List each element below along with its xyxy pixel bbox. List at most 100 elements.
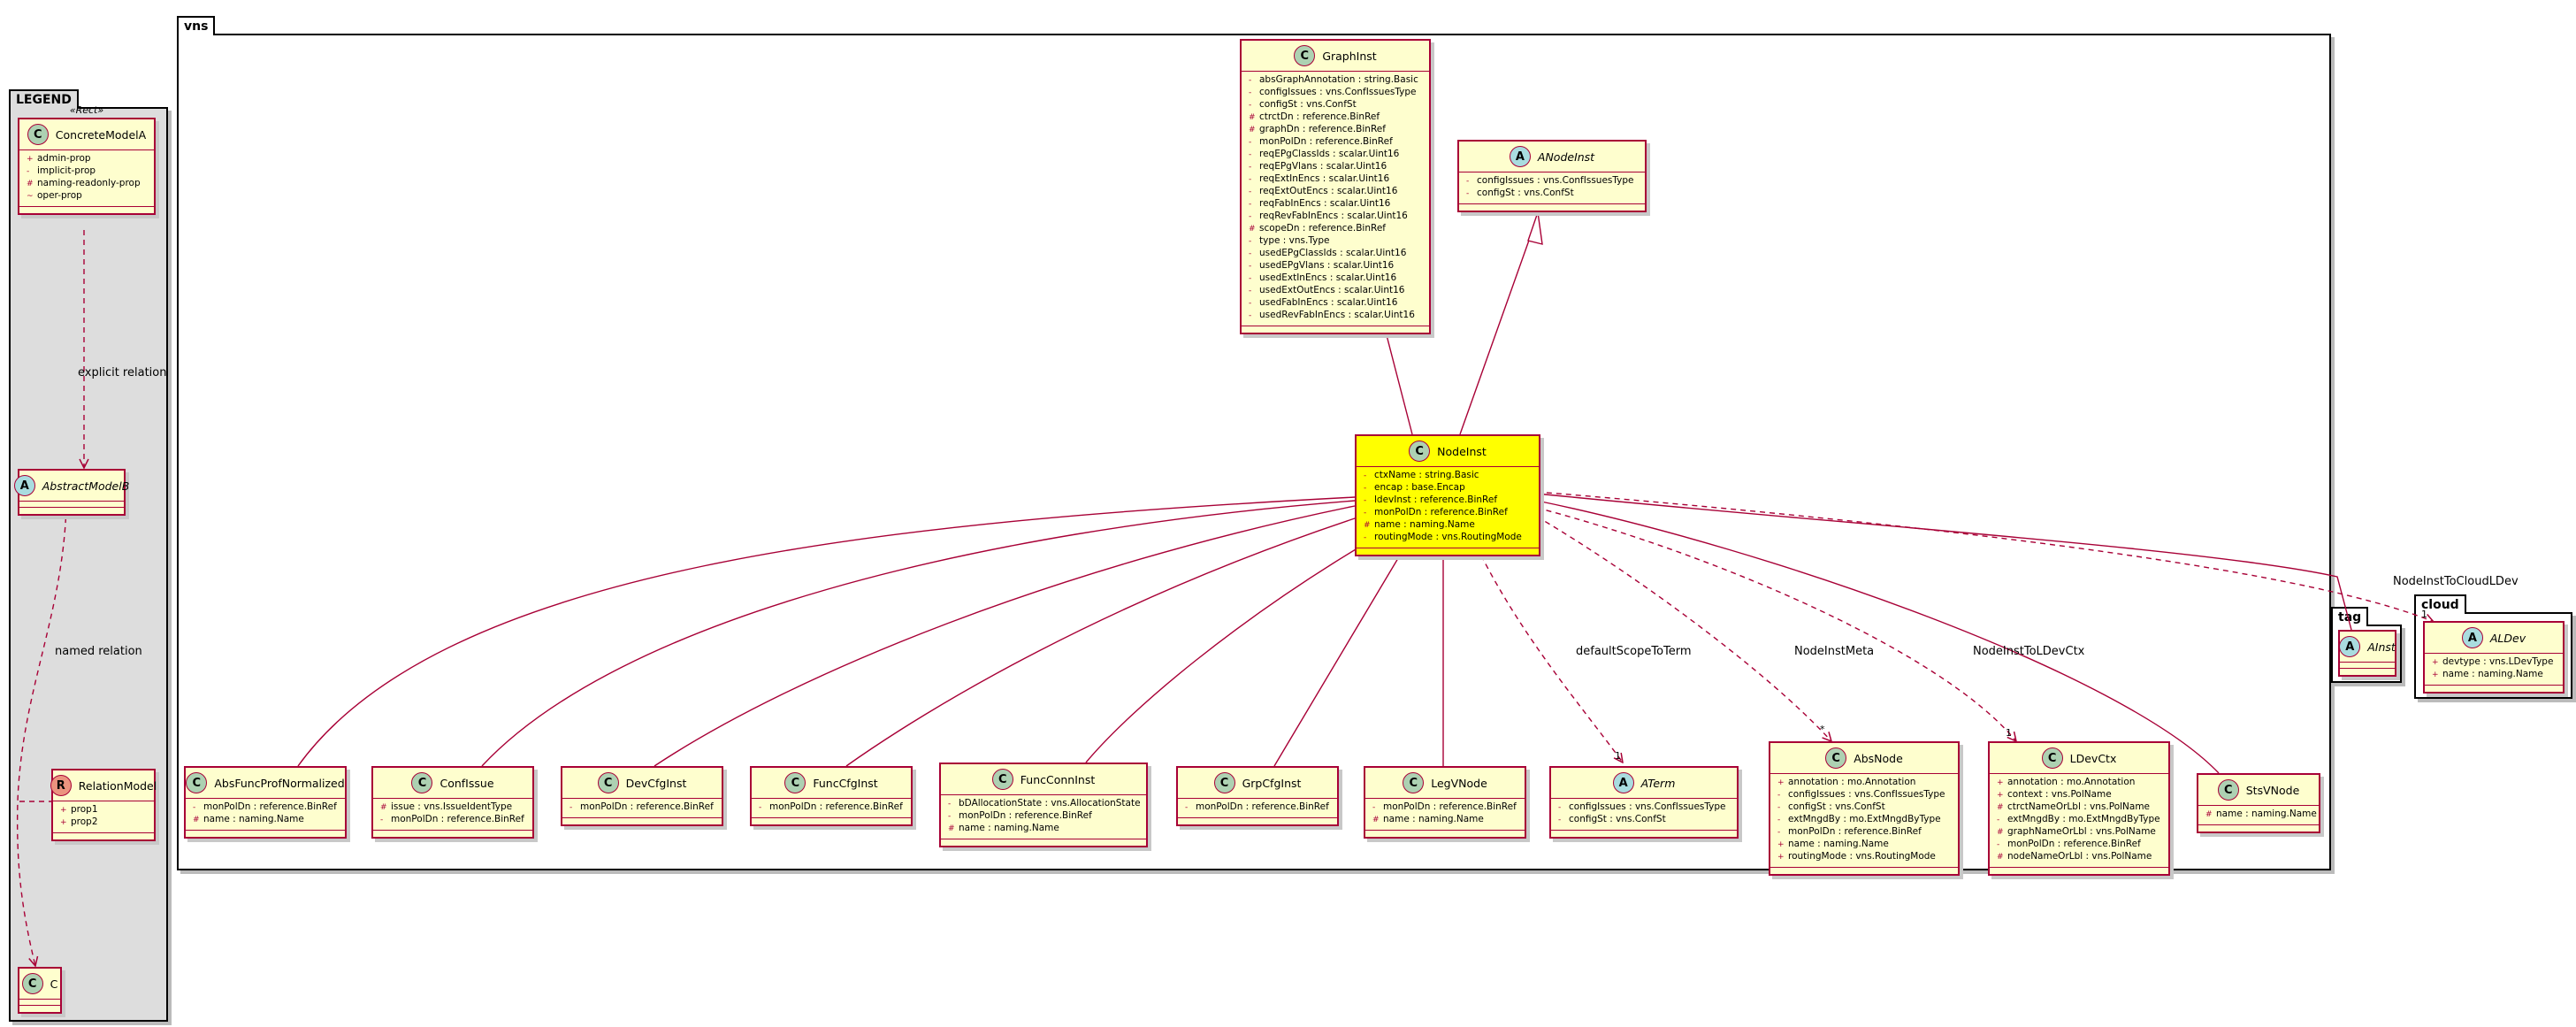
concrete-class-icon: C [1409, 441, 1431, 462]
visibility-marker: + [1777, 840, 1785, 849]
concrete-class-icon: C [21, 973, 43, 994]
visibility-marker: + [60, 818, 67, 827]
confissue-composition [481, 495, 1368, 767]
class-attribute: -reqEPgClassIds : scalar.Uint16 [1249, 149, 1424, 161]
visibility-marker: # [1372, 816, 1380, 824]
class-stereotype: «Rect» [69, 104, 104, 116]
class-attribute: #issue : vns.IssueIdentType [380, 801, 527, 814]
class-name: RelationModel [78, 778, 157, 793]
class-attributes: -monPolDn : reference.BinRef #name : nam… [1365, 799, 1525, 831]
class-attribute: -monPolDn : reference.BinRef [759, 801, 906, 814]
attribute-text: annotation : mo.Annotation [1788, 777, 1916, 787]
visibility-marker: + [2432, 671, 2439, 679]
class-attributes: -absGraphAnnotation : string.Basic -conf… [1242, 72, 1429, 326]
visibility-marker: # [948, 824, 955, 833]
class-methods [1770, 868, 1958, 874]
visibility-marker: # [1249, 126, 1256, 134]
class-attribute: -ldevInst : reference.BinRef [1364, 494, 1533, 507]
visibility-marker: # [1997, 828, 2004, 837]
named-relation-label: named relation [55, 645, 142, 658]
abstract-class-icon: A [13, 475, 35, 496]
class-attribute: -reqRevFabInEncs : scalar.Uint16 [1249, 211, 1424, 223]
attribute-text: type : vns.Type [1259, 235, 1330, 246]
class-name: AbsNode [1854, 751, 1903, 765]
devcfg-composition [654, 501, 1368, 767]
visibility-marker: - [1372, 803, 1376, 812]
attribute-text: monPolDn : reference.BinRef [769, 801, 903, 812]
class-attribute: +name : naming.Name [2432, 669, 2557, 681]
class-methods [2425, 686, 2563, 692]
attribute-text: name : naming.Name [1374, 519, 1475, 530]
cloud-package-tab: cloud [2414, 594, 2466, 614]
visibility-marker: - [1249, 249, 1252, 258]
attribute-text: reqExtInEncs : scalar.Uint16 [1259, 173, 1390, 184]
visibility-marker: - [1997, 816, 2000, 824]
class-attribute: -usedRevFabInEncs : scalar.Uint16 [1249, 310, 1424, 322]
visibility-marker: - [1249, 212, 1252, 221]
visibility-marker: - [1249, 274, 1252, 283]
class-name: StsVNode [2245, 783, 2300, 797]
attribute-text: absGraphAnnotation : string.Basic [1259, 74, 1418, 85]
class-attribute: -reqExtInEncs : scalar.Uint16 [1249, 173, 1424, 186]
class-attribute: -extMngdBy : mo.ExtMngdByType [1777, 814, 1953, 826]
class-attribute: -ctxName : string.Basic [1364, 470, 1533, 482]
class-attribute: -absGraphAnnotation : string.Basic [1249, 74, 1424, 87]
visibility-marker: - [1249, 287, 1252, 295]
attribute-text: reqEPgVlans : scalar.Uint16 [1259, 161, 1387, 172]
multiplicity-label: 1 [2421, 609, 2427, 620]
class-attribute: -monPolDn : reference.BinRef [1364, 507, 1533, 519]
attribute-text: issue : vns.IssueIdentType [391, 801, 513, 812]
class-name: ANodeInst [1537, 149, 1595, 164]
attribute-text: extMngdBy : mo.ExtMngdByType [1788, 814, 1941, 824]
visibility-marker: # [1364, 521, 1371, 530]
attribute-text: usedEPgVlans : scalar.Uint16 [1259, 260, 1395, 271]
attribute-text: naming-readonly-prop [37, 178, 141, 188]
class-attributes: +devtype : vns.LDevType +name : naming.N… [2425, 654, 2563, 686]
class-attributes: #issue : vns.IssueIdentType -monPolDn : … [373, 799, 532, 831]
class-attribute: #ctrctNameOrLbl : vns.PolName [1997, 801, 2163, 814]
visibility-marker: - [1249, 150, 1252, 159]
class-attribute: -configSt : vns.ConfSt [1777, 801, 1953, 814]
class-attribute: -configSt : vns.ConfSt [1466, 188, 1640, 200]
class-attribute: +annotation : mo.Annotation [1997, 777, 2163, 789]
attribute-text: reqEPgClassIds : scalar.Uint16 [1259, 149, 1400, 159]
visibility-marker: # [1997, 803, 2004, 812]
attribute-text: name : naming.Name [203, 814, 304, 824]
attribute-text: name : naming.Name [959, 823, 1059, 833]
class-attributes: -configIssues : vns.ConfIssuesType -conf… [1459, 172, 1645, 204]
tag-package-tab: tag [2331, 607, 2369, 626]
visibility-marker: + [60, 806, 67, 815]
ainst-composition [1524, 488, 2352, 631]
class-methods [1242, 326, 1429, 333]
class-methods [19, 508, 124, 514]
visibility-marker: ~ [27, 192, 34, 201]
class-attributes [2340, 663, 2395, 669]
class-attribute: -monPolDn : reference.BinRef [193, 801, 340, 814]
visibility-marker: + [1997, 778, 2004, 787]
named-relation-line [16, 507, 67, 966]
